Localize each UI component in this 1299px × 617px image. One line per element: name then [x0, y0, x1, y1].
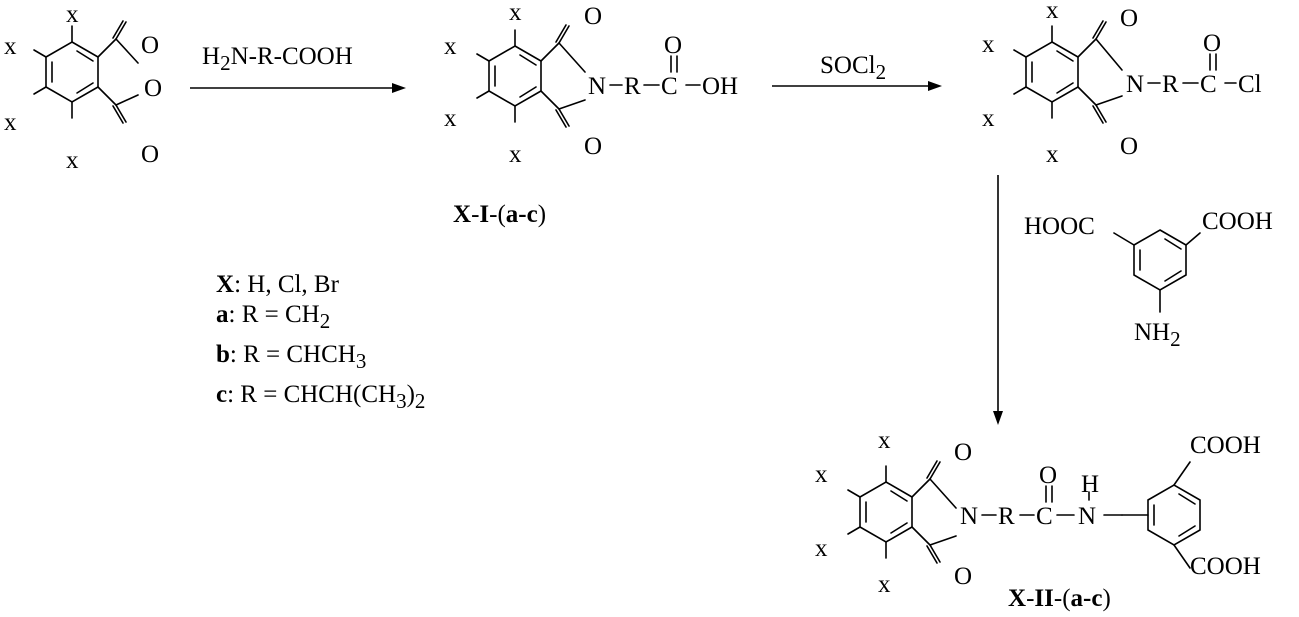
carboxyl-group-left: HOOC [1024, 213, 1095, 240]
x-substituent: x [66, 147, 79, 174]
final-product: x x x x O O N R C O H N COOH COOH [815, 427, 1261, 598]
ring-oxygen: O [144, 75, 162, 102]
reaction-arrow-step2 [772, 81, 942, 91]
carboxyl-group-top: COOH [1190, 432, 1261, 459]
imide-nitrogen: N [960, 503, 978, 530]
imide-oxygen: O [954, 563, 972, 590]
x-substituent: x [509, 0, 522, 26]
x-substituent: x [444, 105, 457, 132]
x-substituent: x [4, 33, 17, 60]
imide-oxygen: O [584, 3, 602, 30]
carbonyl-oxygen: O [141, 32, 159, 59]
legend-b: b: R = CHCH3 [216, 341, 366, 373]
carbonyl-oxygen: O [141, 141, 159, 168]
compound-label-product: X-II-(a-c) [1008, 585, 1111, 612]
imide-oxygen: O [1120, 5, 1138, 32]
amino-group: NH2 [1134, 319, 1181, 351]
reagent-amino-acid: H2N-R-COOH [202, 43, 353, 75]
reagent-thionyl-chloride: SOCl2 [820, 52, 886, 84]
legend-x: X: H, Cl, Br [216, 271, 340, 298]
acyl-oxygen: O [1203, 30, 1221, 57]
x-substituent: x [878, 571, 891, 598]
x-substituent: x [66, 1, 79, 28]
imide-oxygen: O [1120, 133, 1138, 160]
carboxyl-oxygen: O [664, 32, 682, 59]
r-group: R [624, 73, 641, 100]
x-substituent: x [815, 461, 828, 488]
legend-a: a: R = CH2 [216, 301, 330, 333]
phthalimide-acid-chloride: x x x x O O N R C O Cl [982, 0, 1262, 168]
carboxyl-group-bottom: COOH [1190, 553, 1261, 580]
r-group: R [998, 503, 1015, 530]
x-substituent: x [1046, 0, 1059, 24]
x-substituent: x [815, 535, 828, 562]
x-substituent: x [4, 109, 17, 136]
carboxyl-carbon: C [661, 73, 678, 100]
reaction-arrow-step1 [190, 83, 406, 93]
amide-oxygen: O [1039, 462, 1057, 489]
legend-c: c: R = CHCH(CH3)2 [216, 381, 425, 413]
x-substituent: x [444, 33, 457, 60]
amide-carbon: C [1036, 503, 1053, 530]
x-substituent: x [1046, 141, 1059, 168]
phthalic-anhydride: x x x x O O O [4, 1, 162, 174]
x-substituent: x [878, 427, 891, 454]
phthalimide-acid: x x x x O O N R C O OH [444, 0, 738, 168]
imide-nitrogen: N [1126, 71, 1144, 98]
carboxyl-group-right: COOH [1202, 208, 1273, 235]
hydroxyl: OH [702, 73, 738, 100]
x-substituent: x [509, 141, 522, 168]
x-substituent: x [982, 31, 995, 58]
chlorine: Cl [1238, 71, 1262, 98]
amide-hydrogen: H [1081, 471, 1099, 498]
compound-label-intermediate: X-I-(a-c) [453, 201, 546, 228]
aminoisophthalic-acid: HOOC COOH NH2 [1024, 208, 1273, 351]
reaction-arrow-step3 [993, 175, 1003, 425]
imide-nitrogen: N [588, 73, 606, 100]
acyl-carbon: C [1200, 71, 1217, 98]
r-group: R [1162, 71, 1179, 98]
amide-nitrogen: N [1078, 503, 1096, 530]
imide-oxygen: O [584, 133, 602, 160]
imide-oxygen: O [954, 439, 972, 466]
substituent-legend: X: H, Cl, Br a: R = CH2 b: R = CHCH3 c: … [216, 271, 425, 413]
x-substituent: x [982, 105, 995, 132]
